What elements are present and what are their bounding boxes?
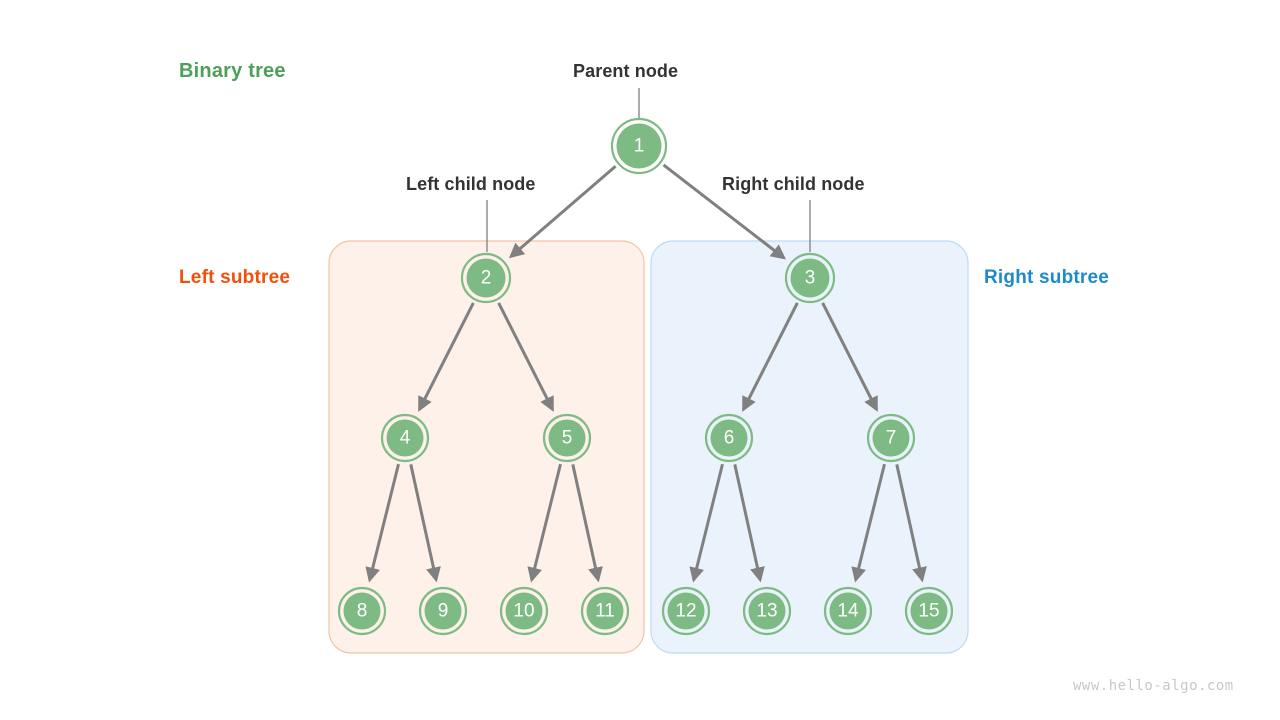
node-core	[548, 419, 586, 457]
tree-node-3: 3	[784, 252, 836, 304]
tree-edge	[895, 464, 927, 583]
node-core	[872, 419, 910, 457]
tree-node-4: 4	[380, 413, 430, 463]
annotation-pointers	[486, 88, 811, 252]
node-value: 15	[918, 601, 939, 622]
node-outer-ring	[460, 252, 512, 304]
tree-node-10: 10	[499, 586, 549, 636]
tree-edge	[508, 165, 617, 259]
node-core	[748, 592, 786, 630]
node-outer-ring	[784, 252, 836, 304]
tree-edge	[409, 464, 441, 583]
tree-edge	[662, 163, 787, 260]
node-outer-ring	[704, 413, 754, 463]
right-child-node-label: Right child node	[722, 174, 865, 194]
tree-node-8: 8	[337, 586, 387, 636]
node-core	[505, 592, 543, 630]
node-outer-ring	[337, 586, 387, 636]
node-core	[586, 592, 624, 630]
node-outer-ring	[580, 586, 630, 636]
node-value: 5	[562, 428, 573, 449]
tree-edge	[851, 463, 886, 583]
tree-edge	[418, 302, 475, 412]
node-outer-ring	[610, 117, 668, 175]
tree-node-5: 5	[542, 413, 592, 463]
subtree-regions	[328, 240, 969, 654]
tree-node-1: 1	[610, 117, 668, 175]
tree-node-9: 9	[418, 586, 468, 636]
node-core	[667, 592, 705, 630]
tree-edge	[527, 463, 562, 583]
node-core	[710, 419, 748, 457]
node-outer-ring	[542, 413, 592, 463]
node-value: 1	[634, 136, 645, 157]
tree-node-12: 12	[661, 586, 711, 636]
tree-node-11: 11	[580, 586, 630, 636]
tree-edge	[742, 302, 799, 412]
tree-edge	[689, 463, 724, 583]
tree-node-2: 2	[460, 252, 512, 304]
node-core	[466, 258, 506, 298]
tree-edges	[365, 163, 927, 583]
node-value: 7	[886, 428, 897, 449]
tree-edge	[365, 463, 400, 583]
node-outer-ring	[661, 586, 711, 636]
node-value: 8	[357, 601, 368, 622]
tree-node-13: 13	[742, 586, 792, 636]
node-outer-ring	[904, 586, 954, 636]
node-value: 9	[438, 601, 449, 622]
left-child-node-label: Left child node	[406, 174, 536, 194]
node-outer-ring	[380, 413, 430, 463]
watermark: www.hello-algo.com	[1073, 678, 1234, 694]
node-value: 13	[756, 601, 777, 622]
tree-edge	[733, 464, 765, 583]
tree-edge	[821, 302, 878, 412]
diagram-title: Binary tree	[179, 60, 286, 82]
node-value: 11	[595, 601, 615, 622]
node-outer-ring	[742, 586, 792, 636]
tree-node-14: 14	[823, 586, 873, 636]
node-outer-ring	[418, 586, 468, 636]
tree-edge	[571, 464, 603, 583]
right-subtree-label: Right subtree	[984, 267, 1110, 288]
node-core	[829, 592, 867, 630]
tree-edge	[497, 302, 554, 412]
node-core	[343, 592, 381, 630]
tree-node-6: 6	[704, 413, 754, 463]
node-core	[790, 258, 830, 298]
node-core	[386, 419, 424, 457]
tree-node-7: 7	[866, 413, 916, 463]
node-outer-ring	[823, 586, 873, 636]
parent-node-label: Parent node	[573, 61, 679, 81]
node-value: 2	[481, 268, 492, 289]
node-outer-ring	[866, 413, 916, 463]
node-value: 12	[675, 601, 696, 622]
node-outer-ring	[499, 586, 549, 636]
node-value: 10	[513, 601, 534, 622]
node-value: 4	[400, 428, 411, 449]
node-core	[424, 592, 462, 630]
node-core	[910, 592, 948, 630]
node-value: 3	[805, 268, 816, 289]
left-subtree-label: Left subtree	[179, 267, 291, 288]
node-value: 6	[724, 428, 735, 449]
node-value: 14	[837, 601, 859, 622]
node-core	[616, 123, 662, 169]
tree-node-15: 15	[904, 586, 954, 636]
